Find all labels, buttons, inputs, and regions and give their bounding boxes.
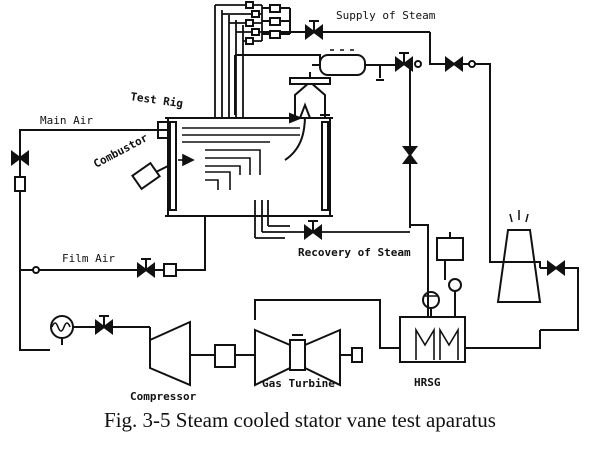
- film-air-flowmeter-icon: [163, 263, 177, 277]
- vertical-check-valve-icon: [402, 146, 418, 164]
- label-test-rig: Test Rig: [130, 90, 184, 110]
- label-compressor: Compressor: [130, 390, 197, 403]
- label-supply-of-steam: Supply of Steam: [336, 9, 436, 22]
- generator-icon: [351, 347, 363, 363]
- stack-exhaust-icon: [509, 210, 529, 223]
- hrsg-gauge-icon: [422, 291, 440, 309]
- label-combustor: Combustor: [91, 131, 150, 171]
- rig-internal-piping: [178, 127, 300, 190]
- recovery-valve-icon: [304, 220, 322, 240]
- film-air-valve-icon: [137, 258, 155, 278]
- compressor-inlet-valve-icon: [95, 315, 113, 335]
- label-film-air: Film Air: [62, 252, 115, 265]
- hrsg-box-icon: [399, 316, 466, 363]
- steam-separator-icon: [319, 54, 366, 76]
- main-air-filter-icon: [14, 176, 26, 192]
- gas-turbine-icon: [254, 328, 341, 387]
- steam-drum-icon: [436, 237, 464, 261]
- combustor-icon: [131, 161, 161, 191]
- stack-icon: [496, 229, 542, 303]
- air-cooler-coil-icon: [51, 322, 71, 332]
- hrsg-coil-icon: [415, 327, 459, 360]
- stack-valve-icon: [547, 260, 565, 276]
- label-recovery-of-steam: Recovery of Steam: [298, 246, 411, 259]
- exhaust-duct-icon: [289, 72, 331, 118]
- flow-arrow-icon: [284, 114, 306, 161]
- recovery-lines: [254, 200, 410, 239]
- test-rig-icon: [167, 117, 331, 217]
- main-air-line: [19, 129, 206, 351]
- label-hrsg: HRSG: [414, 376, 441, 389]
- main-air-valve-icon: [11, 150, 29, 166]
- main-air-junction-icon: [32, 266, 40, 274]
- label-gas-turbine: Gas Turbine: [262, 377, 335, 390]
- branch-valves-icon: [245, 1, 281, 45]
- compressor-icon: [149, 320, 191, 387]
- drum-level-gauge-icon: [448, 278, 462, 292]
- inline-valve-2-icon: [445, 56, 463, 72]
- gearbox-icon: [214, 344, 236, 368]
- label-main-air: Main Air: [40, 114, 93, 127]
- figure-caption: Fig. 3-5 Steam cooled stator vane test a…: [104, 408, 496, 432]
- supply-valve-icon: [305, 20, 323, 40]
